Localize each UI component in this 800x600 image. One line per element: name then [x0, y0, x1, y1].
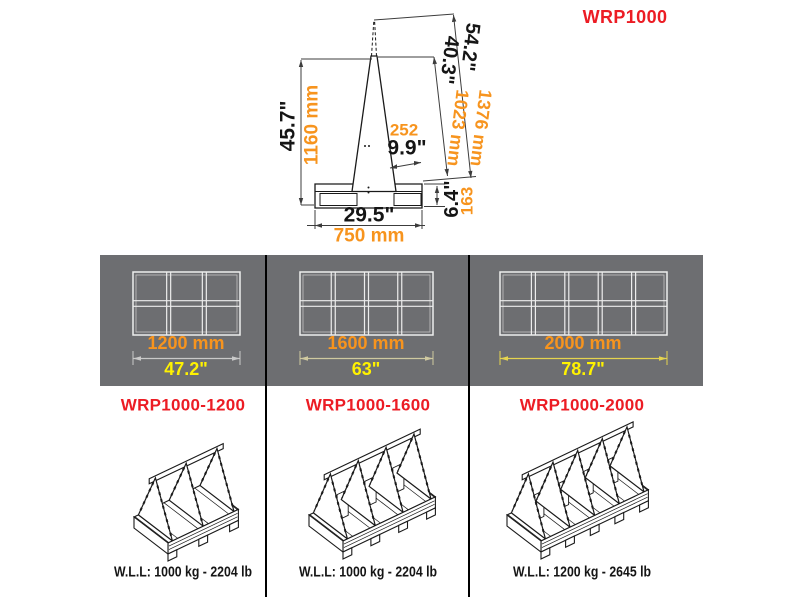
variant-wll: W.L.L: 1000 kg - 2204 lb	[298, 563, 438, 581]
overall-height-in-label: 45.7"	[276, 100, 300, 152]
overall-height-mm-label: 1160 mm	[301, 84, 323, 166]
base-height-mm-label: 163	[457, 186, 477, 216]
base-width-mm-label: 750 mm	[333, 225, 405, 247]
dimension-arrowheads	[298, 15, 473, 228]
variant-wll: W.L.L: 1000 kg - 2204 lb	[113, 563, 253, 581]
base-width-in-label: 29.5"	[343, 203, 395, 227]
variant-model: WRP1000-2000	[519, 395, 645, 415]
rack-isometric-1200	[132, 442, 240, 562]
shelf-in-label: 9.9"	[387, 136, 427, 160]
rack-isometric-1600	[307, 428, 437, 560]
column-divider-1	[265, 255, 267, 597]
variant-length-in: 47.2"	[164, 359, 208, 379]
dimension-lines	[300, 13, 477, 229]
variant-model: WRP1000-1200	[120, 395, 246, 415]
product-title: WRP1000	[582, 7, 668, 27]
top-view-grid-1600	[299, 271, 434, 365]
rack-isometric-2000	[505, 421, 650, 560]
a-frame-cross-section	[314, 20, 423, 209]
top-view-grid-2000	[499, 271, 668, 365]
top-view-grid-1200	[132, 271, 241, 365]
variant-length-in: 63"	[351, 359, 381, 379]
variant-length-in: 78.7"	[561, 359, 605, 379]
shelf-mm-label: 252	[389, 120, 419, 140]
variant-length-mm: 2000 mm	[544, 333, 622, 353]
variant-wll: W.L.L: 1200 kg - 2645 lb	[512, 563, 652, 581]
variant-length-mm: 1200 mm	[147, 333, 225, 353]
column-divider-2	[468, 255, 470, 597]
variant-length-mm: 1600 mm	[327, 333, 405, 353]
variant-model: WRP1000-1600	[305, 395, 431, 415]
